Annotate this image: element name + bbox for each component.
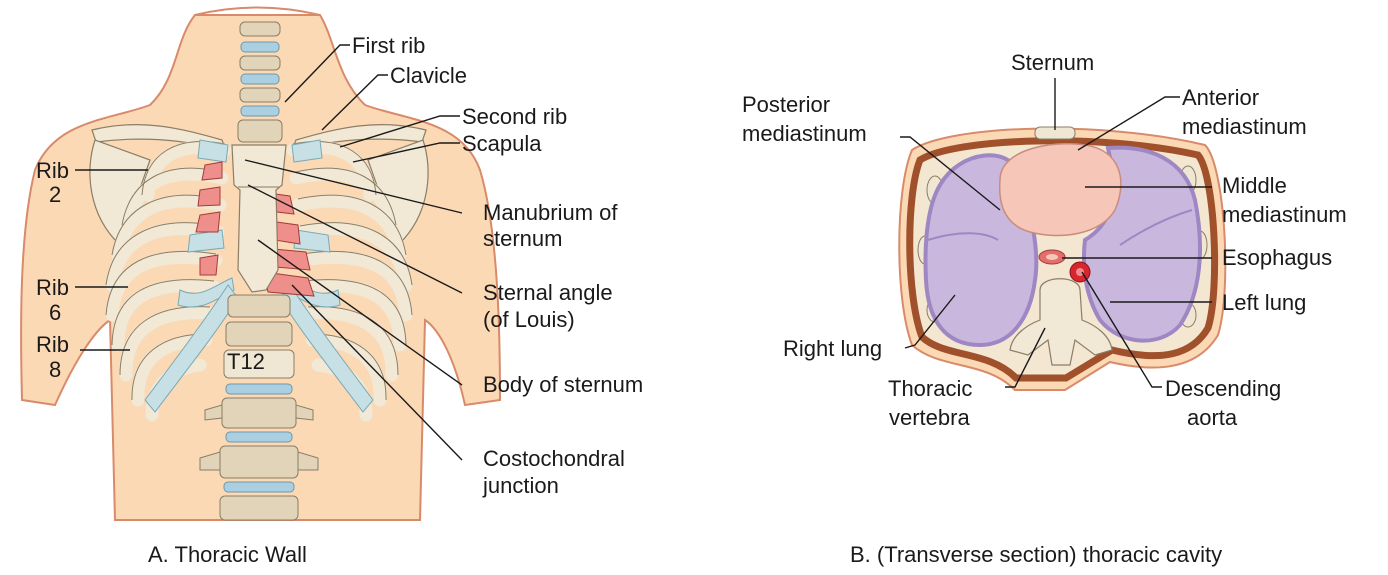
label-esophagus: Esophagus xyxy=(1222,245,1332,270)
label-rib2-line2: 2 xyxy=(49,182,61,207)
label-anterior-mediastinum-line1: Anterior xyxy=(1182,85,1259,110)
label-middle-mediastinum-line2: mediastinum xyxy=(1222,202,1347,227)
label-descending-aorta-line1: Descending xyxy=(1165,376,1281,401)
caption-b: B. (Transverse section) thoracic cavity xyxy=(850,542,1222,567)
caption-a: A. Thoracic Wall xyxy=(148,542,307,567)
label-descending-aorta-line2: aorta xyxy=(1187,405,1238,430)
label-thoracic-vertebra-line2: vertebra xyxy=(889,405,970,430)
transverse-section-illustration: Sternum Posterior mediastinum Anterior m… xyxy=(742,50,1347,567)
label-rib8-line2: 8 xyxy=(49,357,61,382)
label-manubrium-line1: Manubrium of xyxy=(483,200,618,225)
label-rib6-line2: 6 xyxy=(49,300,61,325)
label-costochondral-line2: junction xyxy=(482,473,559,498)
heart-pericardium xyxy=(1000,144,1121,236)
label-manubrium-line2: sternum xyxy=(483,226,562,251)
label-thoracic-vertebra-line1: Thoracic xyxy=(888,376,972,401)
label-anterior-mediastinum-line2: mediastinum xyxy=(1182,114,1307,139)
thoracic-wall-illustration: First rib Clavicle Second rib Scapula Ma… xyxy=(21,8,643,568)
label-sternum: Sternum xyxy=(1011,50,1094,75)
label-t12: T12 xyxy=(227,349,265,374)
label-sternal-angle-line2: (of Louis) xyxy=(483,307,575,332)
label-body-of-sternum: Body of sternum xyxy=(483,372,643,397)
label-rib2-line1: Rib xyxy=(36,158,69,183)
label-posterior-mediastinum-line2: mediastinum xyxy=(742,121,867,146)
label-posterior-mediastinum-line1: Posterior xyxy=(742,92,830,117)
label-rib8-line1: Rib xyxy=(36,332,69,357)
label-second-rib: Second rib xyxy=(462,104,567,129)
label-right-lung: Right lung xyxy=(783,336,882,361)
label-first-rib: First rib xyxy=(352,33,425,58)
label-middle-mediastinum-line1: Middle xyxy=(1222,173,1287,198)
label-clavicle: Clavicle xyxy=(390,63,467,88)
label-left-lung: Left lung xyxy=(1222,290,1306,315)
label-scapula: Scapula xyxy=(462,131,542,156)
label-rib6-line1: Rib xyxy=(36,275,69,300)
label-costochondral-line1: Costochondral xyxy=(483,446,625,471)
label-sternal-angle-line1: Sternal angle xyxy=(483,280,613,305)
